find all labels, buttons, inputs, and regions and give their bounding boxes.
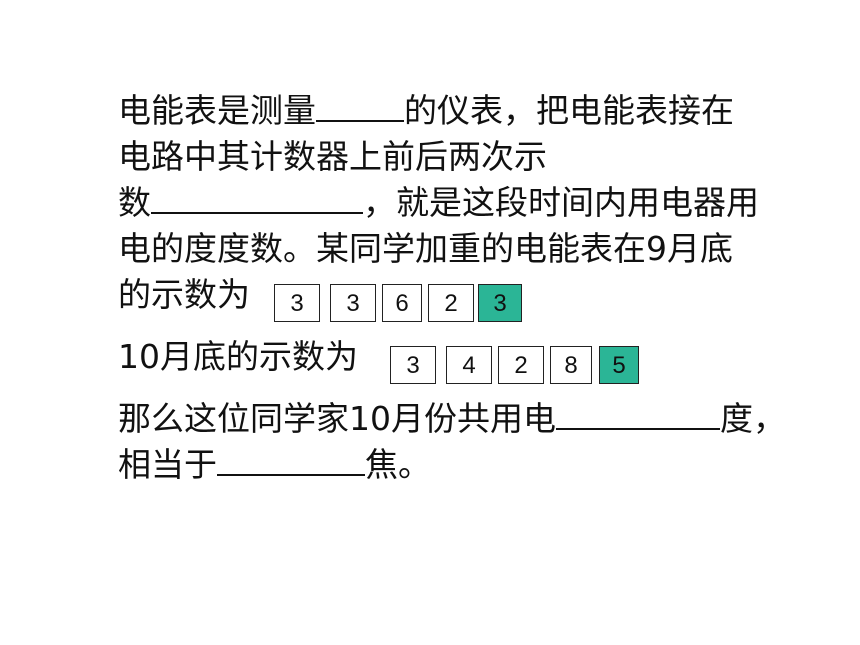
meter-label: 10月底的示数为	[118, 337, 358, 376]
question-line-7: 那么这位同学家10月份共用电 度，	[118, 396, 848, 442]
meter-tenths-digit: 3	[478, 284, 522, 322]
meter-reading-september: 的示数为 3 3 6 2 3	[118, 272, 848, 334]
text-segment: 的仪表，把电能表接在	[404, 91, 734, 130]
meter-digit: 3	[274, 284, 320, 322]
text-segment: 电路中其计数器上前后两次示	[118, 137, 547, 176]
meter-digit: 2	[428, 284, 474, 322]
meter-digit: 2	[498, 346, 544, 384]
text-segment: 数	[118, 183, 151, 222]
text-segment: 那么这位同学家10月份共用电	[118, 399, 556, 438]
meter-digit: 8	[550, 346, 592, 384]
question-block: 电能表是测量 的仪表，把电能表接在 电路中其计数器上前后两次示 数 ，就是这段时间内…	[118, 88, 848, 488]
question-line-4: 电的度度数。某同学加重的电能表在9月底	[118, 226, 848, 272]
question-line-8: 相当于 焦。	[118, 442, 848, 488]
meter-tenths-digit: 5	[599, 346, 639, 384]
meter-digit: 4	[446, 346, 492, 384]
text-segment: 电的度度数。某同学加重的电能表在9月底	[118, 229, 733, 268]
answer-blank-4[interactable]	[217, 442, 365, 476]
answer-blank-2[interactable]	[151, 180, 363, 214]
text-segment: 相当于	[118, 445, 217, 484]
text-segment: 焦。	[365, 445, 431, 484]
meter-digit: 3	[390, 346, 436, 384]
text-segment: ，就是这段时间内用电器用	[363, 183, 759, 222]
meter-label: 的示数为	[118, 275, 250, 314]
text-segment: 度，	[720, 399, 786, 438]
meter-digit: 3	[330, 284, 376, 322]
meter-digit: 6	[382, 284, 422, 322]
answer-blank-1[interactable]	[316, 88, 404, 122]
answer-blank-3[interactable]	[556, 396, 720, 430]
question-line-3: 数 ，就是这段时间内用电器用	[118, 180, 848, 226]
question-line-2: 电路中其计数器上前后两次示	[118, 134, 848, 180]
question-line-1: 电能表是测量 的仪表，把电能表接在	[118, 88, 848, 134]
text-segment: 电能表是测量	[118, 91, 316, 130]
meter-reading-october: 10月底的示数为 3 4 2 8 5	[118, 334, 848, 396]
